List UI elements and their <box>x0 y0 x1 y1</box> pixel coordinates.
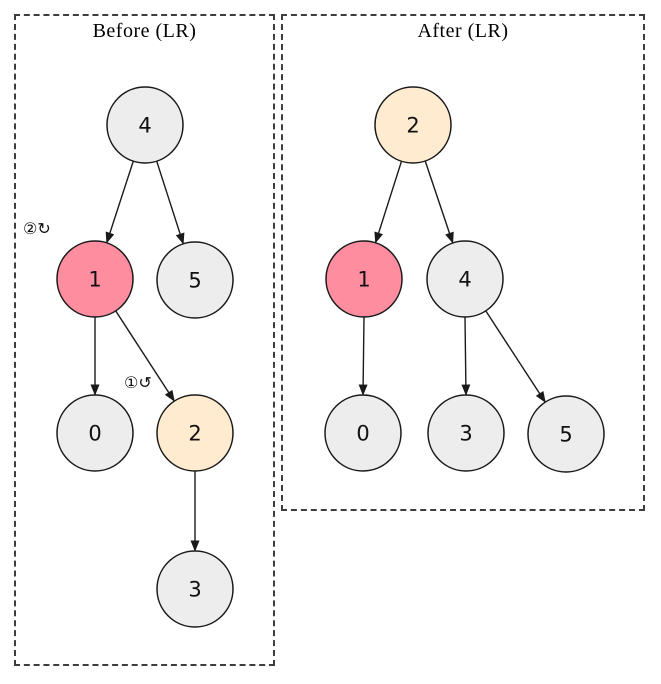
node-after-5-label: 5 <box>559 423 572 447</box>
edge-after-4-3 <box>461 316 471 396</box>
edge-before-4-1 <box>105 160 134 244</box>
node-before-4: 4 <box>106 86 184 164</box>
node-before-2-label: 2 <box>188 422 201 446</box>
panel-after: After (LR) <box>281 14 645 511</box>
edge-after-4-5 <box>485 310 546 403</box>
edge-after-2-1 <box>374 160 403 244</box>
node-after-2: 2 <box>374 86 452 164</box>
rotation-step2-annotation: ②↻ <box>23 219 51 238</box>
node-before-1-label: 1 <box>88 268 101 292</box>
node-after-4-label: 4 <box>458 268 471 292</box>
node-after-0-label: 0 <box>356 422 369 446</box>
node-after-3-label: 3 <box>459 422 472 446</box>
node-before-4-label: 4 <box>138 114 151 138</box>
node-after-2-label: 2 <box>406 114 419 138</box>
node-after-4: 4 <box>426 240 504 318</box>
node-after-1-label: 1 <box>357 268 370 292</box>
node-before-1: 1 <box>56 240 134 318</box>
edge-before-4-5 <box>156 160 185 245</box>
node-after-0: 0 <box>324 394 402 472</box>
node-before-3-label: 3 <box>188 578 201 602</box>
node-before-0: 0 <box>56 394 134 472</box>
panel-before-title: Before (LR) <box>92 20 197 42</box>
node-before-5: 5 <box>156 241 234 319</box>
panel-before: Before (LR) <box>14 14 275 666</box>
panel-after-title: After (LR) <box>417 20 509 42</box>
edge-after-2-4 <box>424 160 454 244</box>
node-after-3: 3 <box>427 394 505 472</box>
node-before-0-label: 0 <box>88 422 101 446</box>
node-after-1: 1 <box>325 240 403 318</box>
rotation-step1-annotation: ①↺ <box>124 373 152 392</box>
edge-before-1-2 <box>115 310 175 402</box>
edge-after-1-0 <box>358 316 368 396</box>
node-after-5: 5 <box>527 395 605 473</box>
node-before-2: 2 <box>156 394 234 472</box>
node-before-3: 3 <box>156 550 234 628</box>
node-before-5-label: 5 <box>188 269 201 293</box>
